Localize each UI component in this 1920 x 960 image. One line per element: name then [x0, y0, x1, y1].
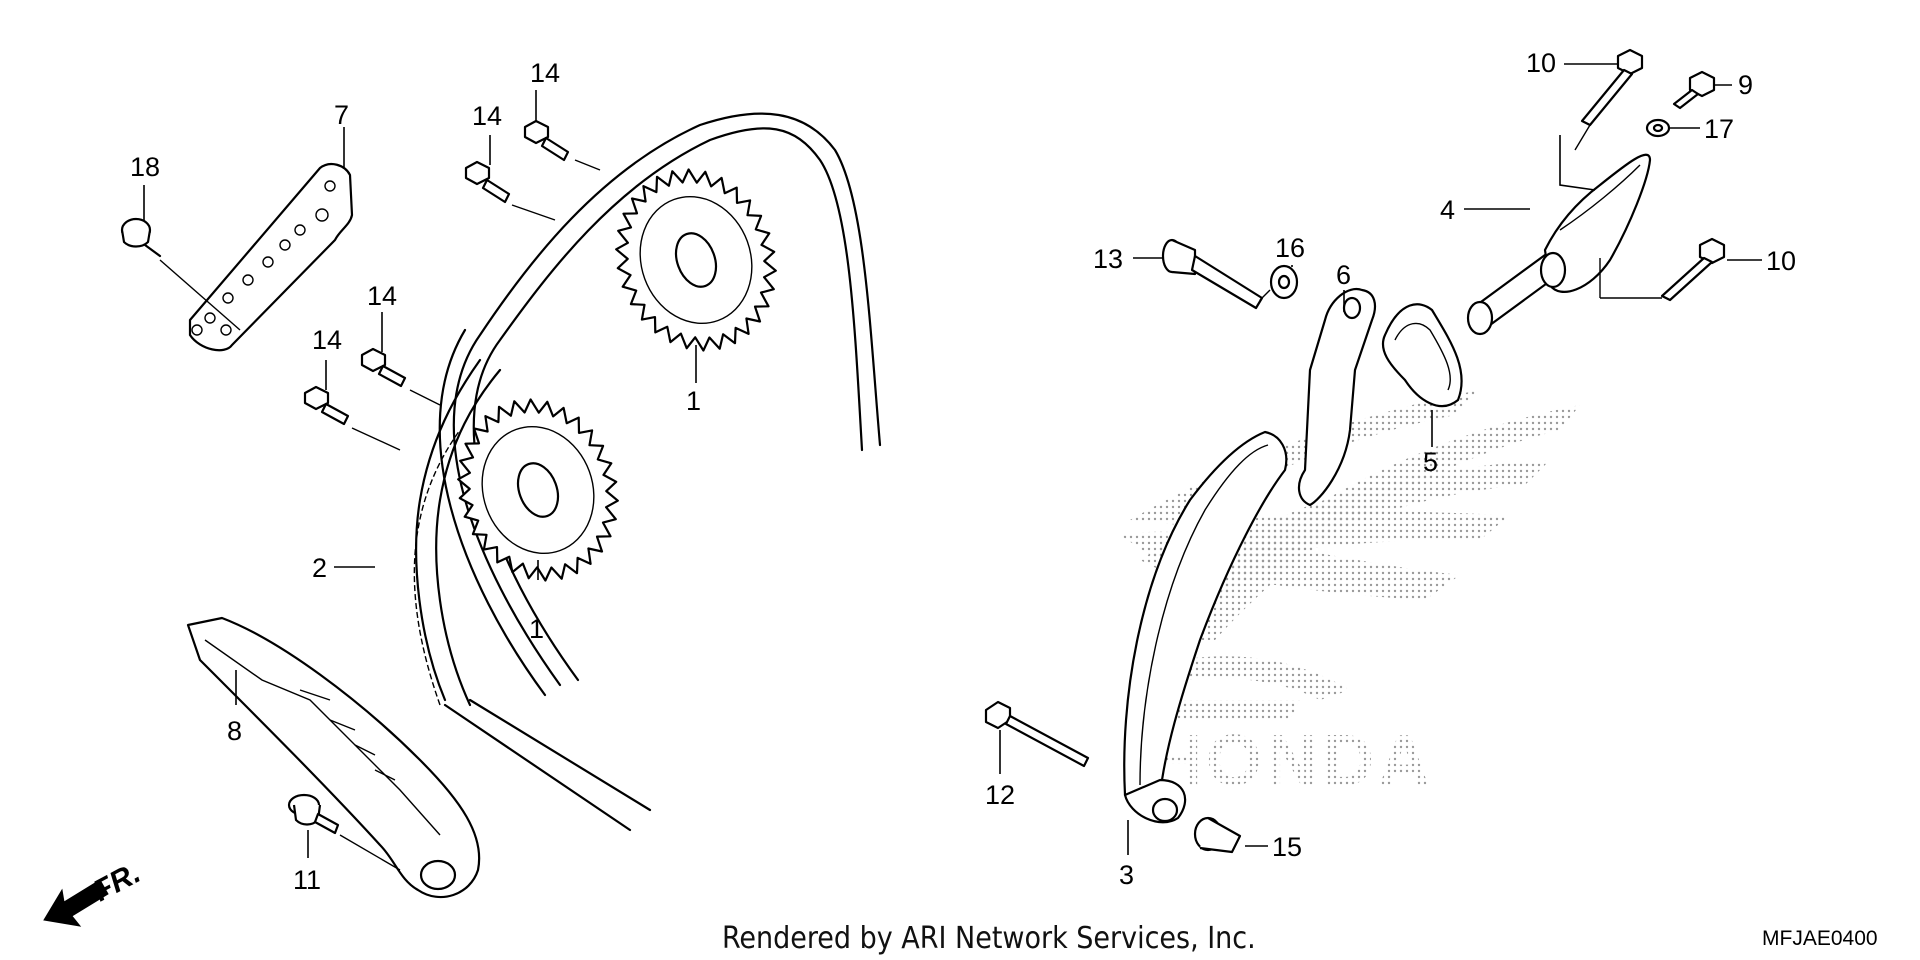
arrow-icon — [43, 879, 109, 927]
callout-labels: 1 1 2 3 4 5 6 7 8 9 10 10 11 12 13 14 14… — [130, 48, 1796, 895]
cam-sprocket-upper — [615, 168, 777, 352]
callout-15: 15 — [1272, 832, 1302, 862]
bolt-10-upper — [1580, 48, 1644, 127]
callout-4: 4 — [1440, 195, 1455, 225]
bolt-14-c — [360, 347, 407, 388]
callout-9: 9 — [1738, 70, 1753, 100]
callout-17: 17 — [1704, 114, 1734, 144]
cam-sprocket-lower — [457, 398, 619, 582]
leader-lines — [143, 63, 1762, 871]
callout-13: 13 — [1093, 244, 1123, 274]
sprocket-hub — [516, 462, 560, 518]
callout-2: 2 — [312, 553, 327, 583]
sprocket-hub — [674, 232, 718, 288]
chain-guide — [186, 616, 481, 899]
pin-15 — [1193, 816, 1242, 854]
bolt-14-b — [464, 160, 511, 204]
sprocket-rim — [639, 195, 753, 325]
front-direction-indicator: FR. — [43, 856, 146, 927]
bolt-18 — [120, 217, 162, 258]
render-credit: Rendered by ARI Network Services, Inc. — [722, 921, 1256, 956]
callout-18: 18 — [130, 152, 160, 182]
callout-3: 3 — [1119, 860, 1134, 890]
washer-17 — [1645, 118, 1671, 138]
bolt-14-a — [523, 119, 570, 162]
svg-text:HONDA: HONDA — [1150, 721, 1434, 801]
callout-11: 11 — [293, 865, 321, 895]
callout-1-upper: 1 — [686, 386, 701, 416]
callout-8: 8 — [227, 716, 242, 746]
callout-6: 6 — [1336, 260, 1351, 290]
cam-chain — [413, 112, 882, 832]
bolt-14-d — [303, 385, 350, 426]
callout-16: 16 — [1275, 233, 1305, 263]
tensioner-lifter — [1466, 153, 1652, 336]
bolt-9 — [1672, 70, 1716, 110]
bolt-10-right — [1660, 237, 1726, 302]
guide-plate — [188, 162, 354, 352]
callout-5: 5 — [1423, 447, 1438, 477]
diagram-code: MFJAE0400 — [1762, 927, 1878, 950]
callout-14-b: 14 — [472, 101, 502, 131]
callout-10-upper: 10 — [1526, 48, 1556, 78]
tensioner-bracket — [1297, 287, 1377, 507]
tensioner-arm — [1123, 430, 1288, 824]
callout-1-lower: 1 — [529, 614, 544, 644]
callout-12: 12 — [985, 780, 1015, 810]
callout-10-right: 10 — [1766, 246, 1796, 276]
gasket-5 — [1381, 303, 1463, 408]
bolt-13 — [1161, 238, 1264, 310]
bolt-12 — [984, 700, 1090, 768]
callout-14-d: 14 — [312, 325, 342, 355]
honda-watermark-text: HONDA — [1150, 721, 1434, 801]
callout-14-c: 14 — [367, 281, 397, 311]
washer-16 — [1269, 264, 1299, 300]
bolt-11 — [287, 793, 340, 835]
callout-7: 7 — [334, 100, 349, 130]
sprocket-rim — [481, 425, 595, 555]
callout-14-a: 14 — [530, 58, 560, 88]
